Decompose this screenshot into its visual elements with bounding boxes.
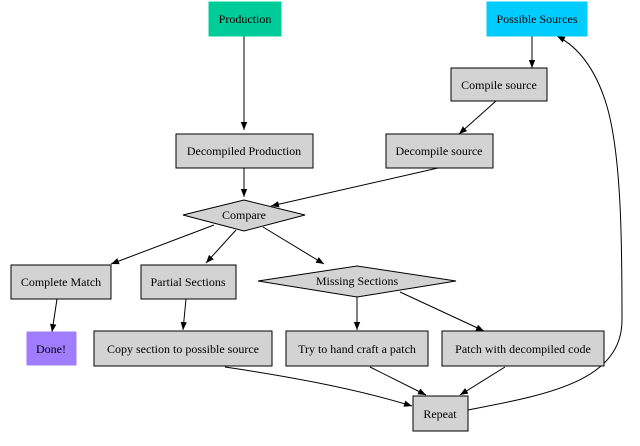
node-decompile-source-label: Decompile source (396, 144, 483, 158)
edge-handcraft-repeat (369, 366, 427, 396)
node-production-label: Production (219, 12, 272, 26)
edge-decompile-compare (270, 167, 439, 208)
node-decompiled-production-label: Decompiled Production (187, 144, 301, 158)
node-compile-source: Compile source (450, 67, 548, 102)
edge-compare-missing (262, 226, 325, 265)
node-missing-sections: Missing Sections (257, 265, 457, 298)
node-possible-sources: Possible Sources (486, 1, 588, 37)
edges (50, 35, 623, 411)
node-hand-craft-label: Try to hand craft a patch (298, 342, 416, 356)
node-copy-section: Copy section to possible source (93, 330, 273, 367)
node-patch-decompiled: Patch with decompiled code (441, 330, 605, 367)
node-done: Done! (26, 331, 77, 366)
node-possible-sources-label: Possible Sources (497, 12, 578, 26)
node-repeat-label: Repeat (423, 407, 457, 421)
edge-copy-repeat (224, 366, 413, 407)
node-decompiled-production: Decompiled Production (175, 133, 314, 169)
edge-compare-complete (110, 224, 215, 265)
edge-partial-copy (180, 298, 187, 331)
node-partial-sections: Partial Sections (140, 264, 237, 300)
edge-patch-repeat (459, 366, 506, 396)
node-copy-section-label: Copy section to possible source (107, 342, 259, 356)
node-production: Production (208, 1, 282, 37)
edge-compile-decompile (458, 100, 497, 135)
node-compare-label: Compare (222, 208, 266, 222)
node-missing-sections-label: Missing Sections (316, 274, 399, 288)
edge-missing-patch (399, 291, 485, 332)
edge-repeat-sources (467, 35, 623, 411)
node-patch-decompiled-label: Patch with decompiled code (455, 342, 591, 356)
node-complete-match-label: Complete Match (21, 275, 101, 289)
node-decompile-source: Decompile source (385, 133, 494, 169)
edge-compare-partial (205, 229, 237, 264)
node-repeat: Repeat (412, 395, 469, 432)
node-compare: Compare (182, 199, 306, 232)
node-hand-craft: Try to hand craft a patch (285, 330, 429, 367)
node-done-label: Done! (36, 342, 66, 356)
node-compile-source-label: Compile source (461, 78, 537, 92)
edge-complete-done (50, 298, 58, 333)
node-complete-match: Complete Match (10, 264, 112, 300)
node-partial-sections-label: Partial Sections (151, 275, 226, 289)
